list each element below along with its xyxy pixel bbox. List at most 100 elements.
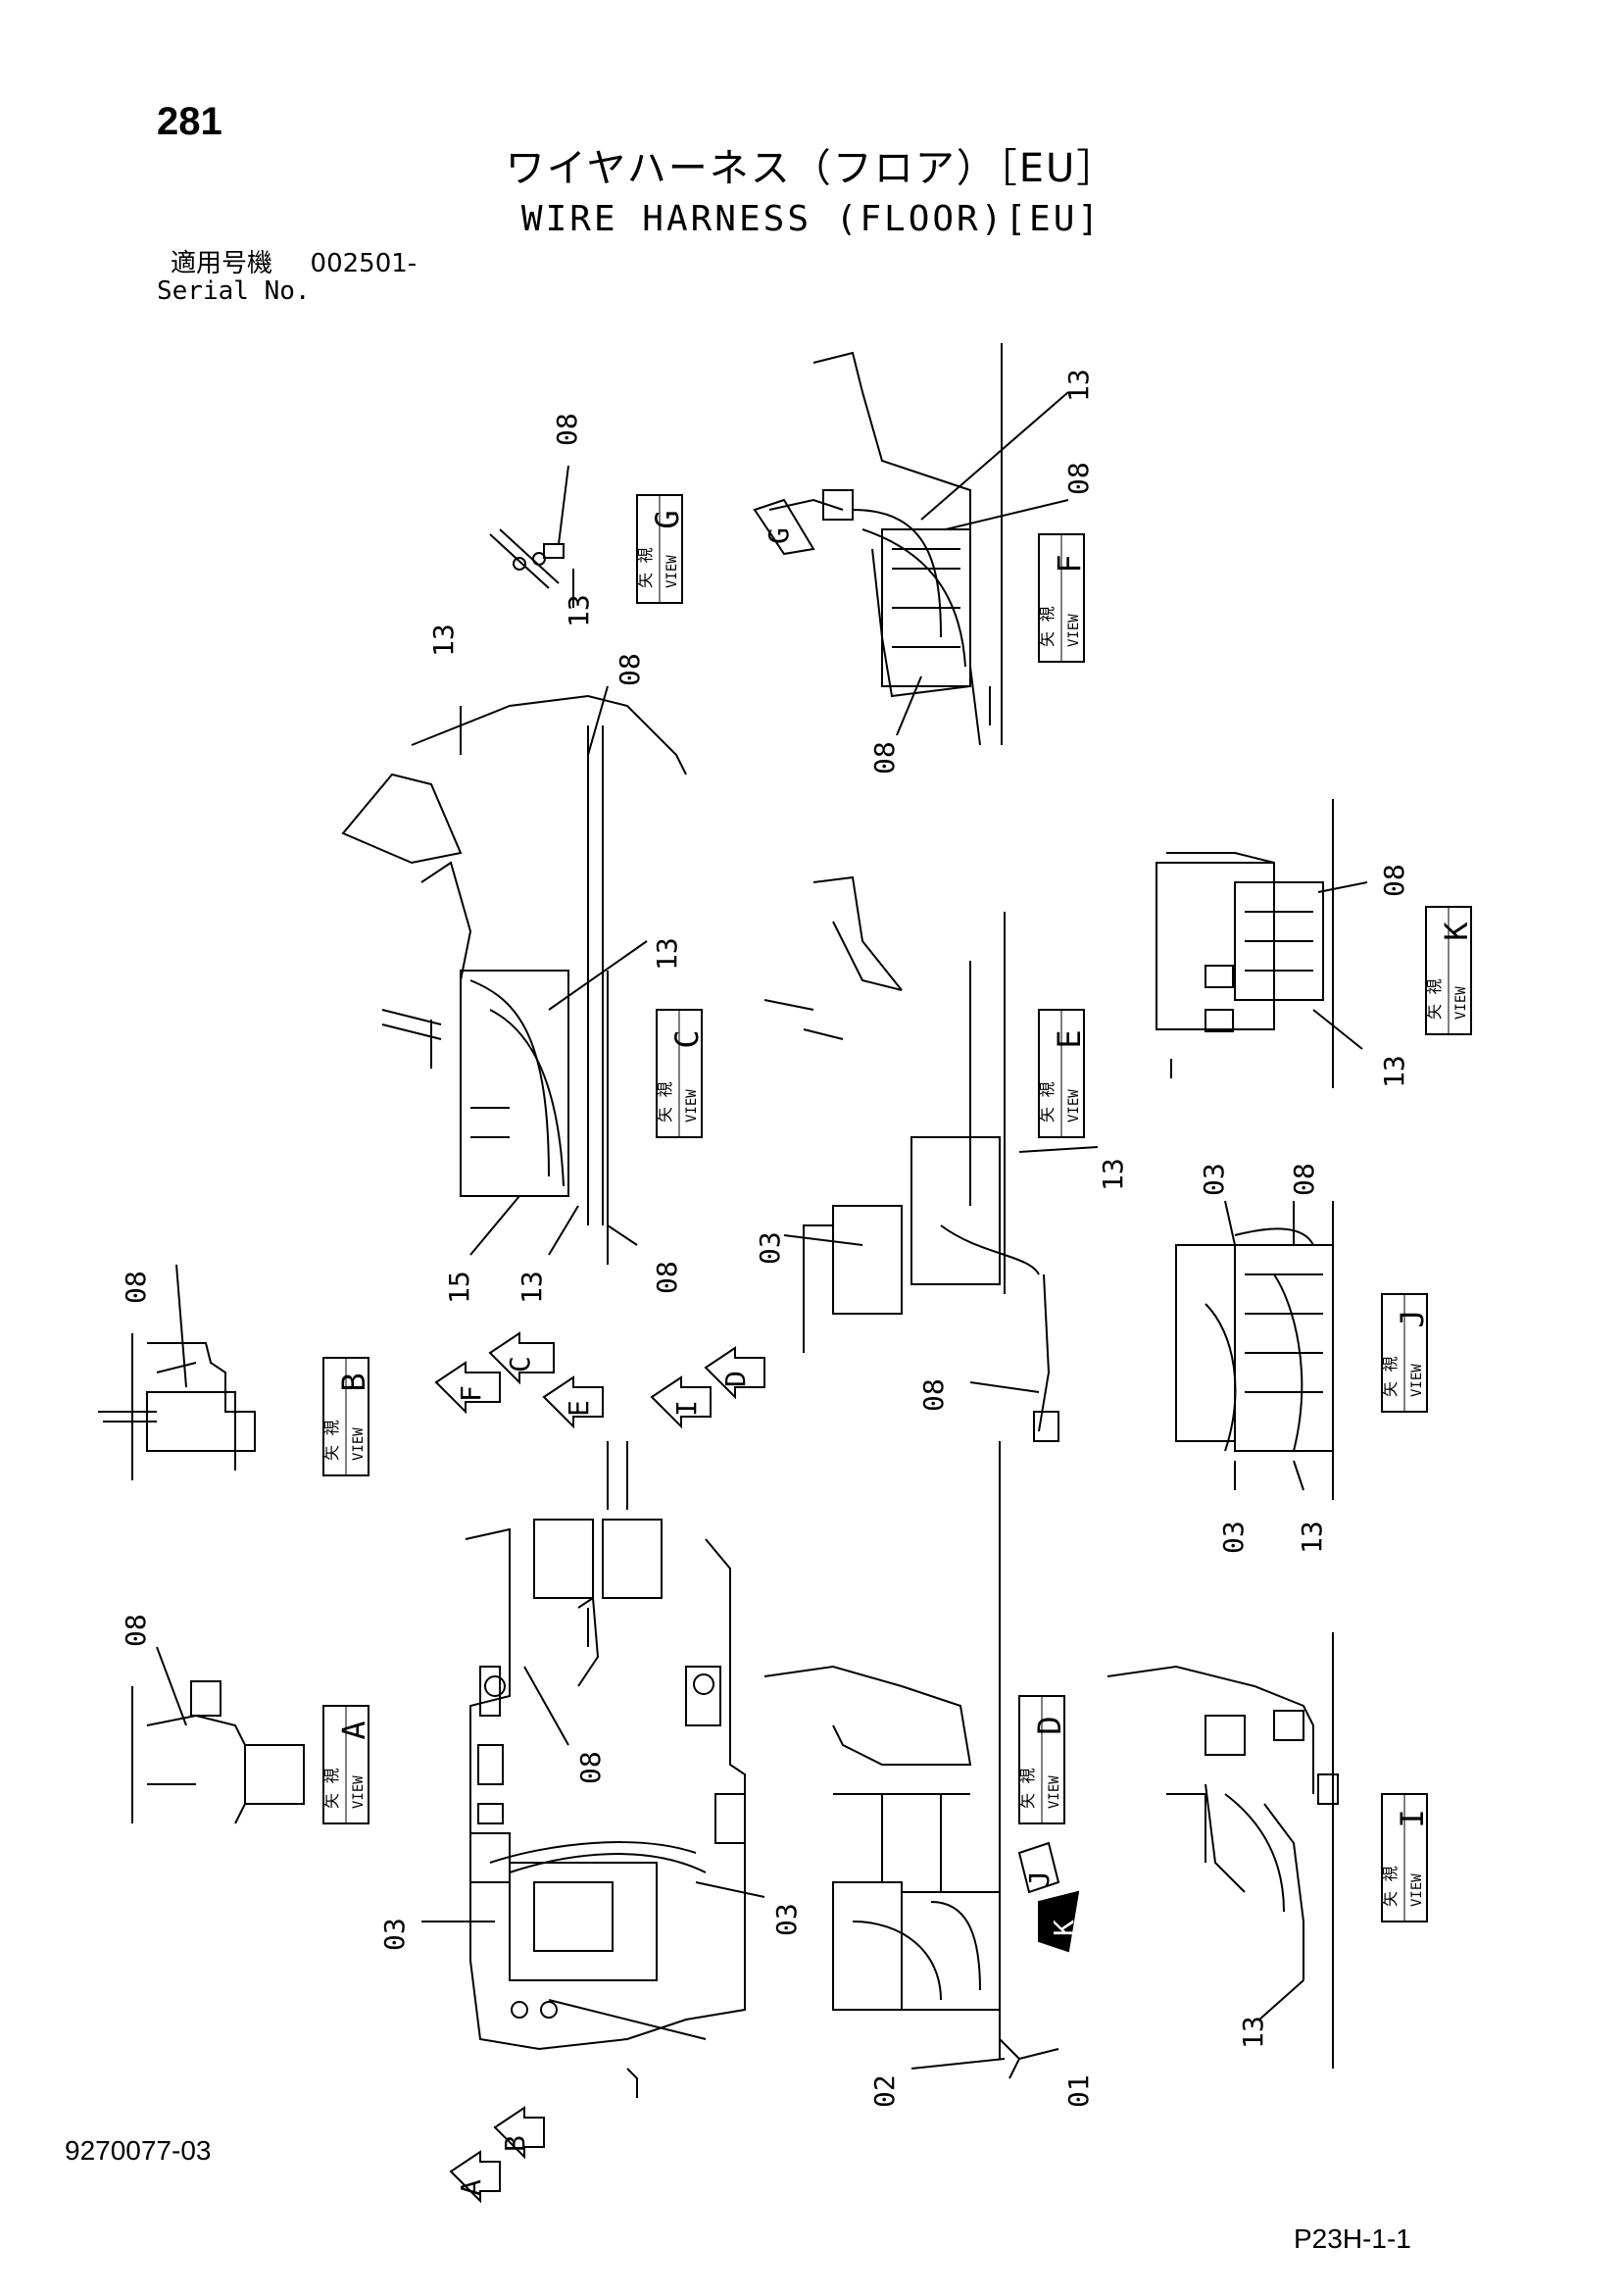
callout-d-02: 02: [868, 2074, 901, 2108]
arrow-a-letter: A: [455, 2179, 487, 2196]
view-f-label-jp: 矢 視: [1038, 606, 1057, 647]
view-k-label-en: VIEW: [1453, 986, 1469, 1020]
view-e-label-box: [1038, 1009, 1085, 1138]
arrow-k-letter: K: [1048, 1920, 1080, 1936]
view-k-label-jp: 矢 視: [1425, 978, 1444, 1020]
view-i-letter: I: [1394, 1809, 1431, 1827]
view-i-drawing: [1107, 1632, 1339, 2069]
view-f-letter: F: [1051, 554, 1088, 573]
view-d-label-jp: 矢 視: [1018, 1768, 1037, 1809]
view-d-label-en: VIEW: [1047, 1775, 1062, 1809]
callout-d-01: 01: [1062, 2074, 1095, 2108]
view-g-label-jp: 矢 視: [636, 547, 655, 588]
callout-k-08: 08: [1378, 864, 1410, 897]
callout-j-08: 08: [1288, 1163, 1320, 1196]
callout-c-13-bottom: 13: [516, 1271, 548, 1304]
arrow-i-letter: I: [670, 1400, 703, 1417]
view-a-label-box: [322, 1705, 369, 1824]
callout-j-03-top: 03: [1198, 1163, 1230, 1196]
callout-floor-08: 08: [574, 1751, 607, 1784]
serial-label-jp-text: 適用号機: [171, 249, 273, 278]
serial-value: 002501-: [310, 249, 418, 278]
view-i-label-box: [1381, 1793, 1428, 1922]
callout-j-13: 13: [1296, 1521, 1328, 1554]
view-k-label-box: [1425, 906, 1472, 1035]
view-j-drawing: [1175, 1200, 1334, 1500]
page-code: P23H-1-1: [1294, 2223, 1411, 2254]
view-g-arrow: [753, 498, 815, 556]
page-number: 281: [157, 100, 222, 143]
callout-b-08: 08: [120, 1271, 152, 1304]
callout-f-08-bottom: 08: [868, 741, 901, 774]
callout-e-13: 13: [1097, 1158, 1129, 1191]
view-ab-arrows: [449, 2106, 545, 2204]
view-e-letter: E: [1051, 1029, 1088, 1048]
callout-e-03: 03: [754, 1231, 786, 1265]
arrow-j-letter: J: [1023, 1871, 1056, 1887]
callout-f-13: 13: [1062, 369, 1095, 402]
callout-c-13-top: 13: [427, 624, 460, 657]
view-a-letter: A: [335, 1721, 372, 1739]
view-c-drawing: [341, 685, 687, 1265]
view-g-label-en: VIEW: [664, 555, 680, 588]
view-f-label-box: [1038, 533, 1085, 663]
callout-g-13: 13: [563, 594, 595, 627]
view-j-label-jp: 矢 視: [1381, 1356, 1400, 1397]
callout-j-03-bottom: 03: [1217, 1521, 1250, 1554]
view-e-label-en: VIEW: [1066, 1089, 1082, 1123]
view-g-label-box: [636, 494, 683, 604]
view-c-letter: C: [668, 1029, 706, 1048]
arrow-f-letter: F: [455, 1385, 487, 1402]
view-jk-arrows: [1017, 1841, 1080, 1953]
arrow-g-letter: G: [762, 527, 795, 544]
view-a-label-jp: 矢 視: [322, 1768, 341, 1809]
view-d-drawing: [763, 1441, 1059, 2079]
page-title-english: WIRE HARNESS (FLOOR)[EU]: [520, 199, 1103, 239]
view-k-drawing: [1156, 799, 1368, 1088]
floor-plan-drawing: [421, 1441, 765, 2098]
view-f-drawing: [768, 343, 1069, 746]
view-k-letter: K: [1438, 922, 1475, 941]
view-c-label-jp: 矢 視: [656, 1081, 674, 1123]
view-i-label-jp: 矢 視: [1381, 1866, 1400, 1907]
document-number: 9270077-03: [65, 2135, 212, 2166]
callout-floor-03-left: 03: [378, 1918, 411, 1951]
view-f-label-en: VIEW: [1066, 614, 1082, 647]
arrow-c-letter: C: [504, 1356, 536, 1373]
callout-a-08: 08: [120, 1614, 152, 1647]
view-e-drawing: [763, 875, 1099, 1442]
serial-label-english: Serial No.: [157, 276, 311, 306]
callout-c-08-bottom: 08: [651, 1261, 683, 1294]
view-a-label-en: VIEW: [351, 1775, 367, 1809]
arrow-b-letter: B: [499, 2135, 531, 2152]
view-g-letter: G: [649, 510, 686, 528]
view-j-label-box: [1381, 1293, 1428, 1413]
view-e-label-jp: 矢 視: [1038, 1081, 1057, 1123]
view-d-label-box: [1018, 1695, 1065, 1824]
callout-e-08: 08: [917, 1378, 950, 1412]
callout-c-08-top: 08: [614, 653, 646, 686]
view-b-label-jp: 矢 視: [322, 1420, 341, 1461]
view-d-letter: D: [1031, 1716, 1068, 1734]
view-g-drawing: [489, 465, 574, 608]
callout-i-13: 13: [1237, 2016, 1269, 2049]
view-c-label-box: [656, 1009, 703, 1138]
view-b-label-box: [322, 1357, 369, 1476]
callout-c-15: 15: [443, 1271, 475, 1304]
view-c-label-en: VIEW: [684, 1089, 700, 1123]
arrow-e-letter: E: [563, 1400, 595, 1417]
callout-c-13-mid: 13: [651, 937, 683, 971]
view-b-letter: B: [335, 1373, 372, 1391]
callout-k-13: 13: [1378, 1055, 1410, 1088]
direction-arrows-group: [434, 1331, 765, 1429]
view-j-letter: J: [1394, 1309, 1431, 1327]
view-a-drawing: [131, 1646, 305, 1824]
view-i-label-en: VIEW: [1409, 1873, 1425, 1907]
serial-label-japanese: 適用号機 002501-: [171, 251, 417, 276]
arrow-d-letter: D: [719, 1371, 752, 1387]
page-title-japanese: ワイヤハーネス（フロア）［EU］: [505, 146, 1118, 191]
view-b-label-en: VIEW: [351, 1427, 367, 1461]
callout-g-08: 08: [551, 413, 583, 446]
